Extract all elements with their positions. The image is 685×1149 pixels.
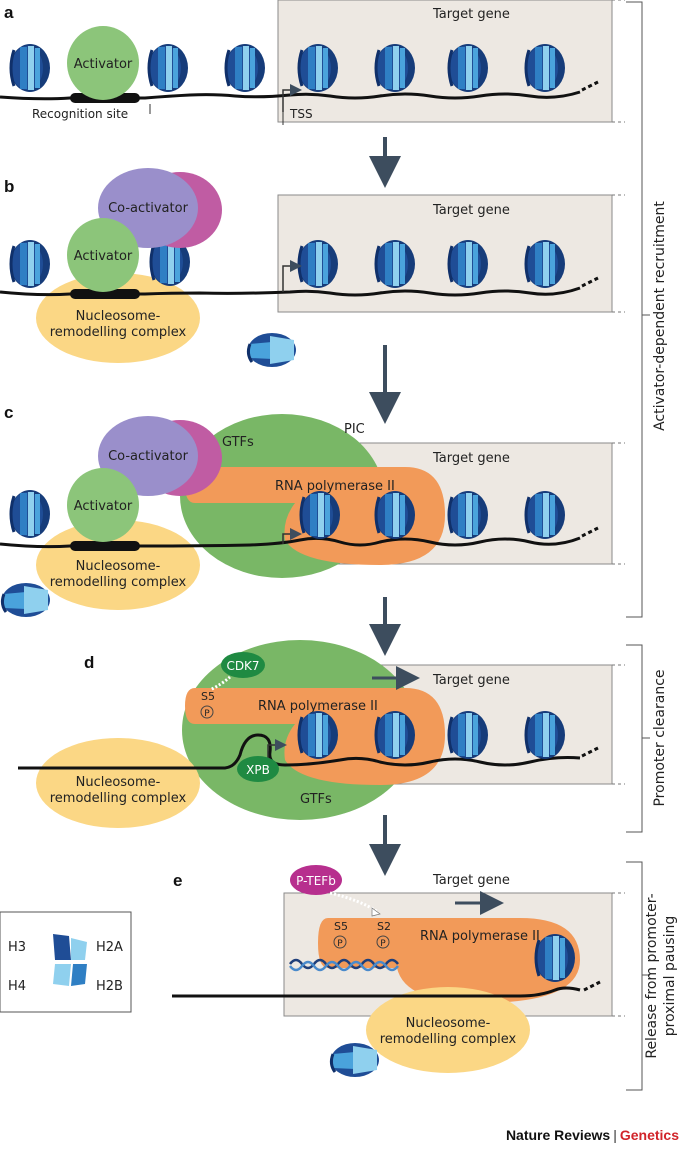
p-tefb: [290, 865, 342, 895]
panel-e: RNA polymerase II Nucleosome- remodellin…: [172, 865, 625, 1079]
s5-label: S5: [201, 690, 215, 703]
recognition-site: [70, 289, 140, 299]
activator: [67, 468, 139, 542]
histone-legend: H3 H2A H4 H2B: [0, 911, 132, 1013]
side-label-recruitment: Activator-dependent recruitment: [652, 201, 668, 431]
p-tefb-label: P-TEFb: [296, 874, 336, 888]
remodeller-label-line2: remodelling complex: [50, 325, 187, 340]
activator: [67, 218, 139, 292]
s2-label: S2: [377, 920, 391, 933]
nucleosome-remodelling-complex: [36, 738, 200, 828]
panel-c-label: c: [4, 403, 13, 422]
panel-a: Activator TSS Recognition site Target ge…: [0, 0, 625, 125]
target-gene-label: Target gene: [432, 203, 510, 218]
cdk7: [221, 652, 265, 678]
legend-h3: H3: [8, 940, 26, 955]
tss-label: TSS: [289, 107, 313, 121]
activator-label: Activator: [74, 57, 133, 72]
side-bracket-clearance: Promoter clearance: [626, 644, 668, 833]
gtfs-label: GTFs: [300, 792, 332, 807]
dna-strand: [18, 733, 581, 770]
journal-subject: Genetics: [619, 1127, 679, 1143]
remodeller-label-line2: remodelling complex: [50, 791, 187, 806]
side-label-release-2: proximal pausing: [662, 916, 678, 1036]
legend-h2a: H2A: [96, 940, 123, 955]
activator-label: Activator: [74, 499, 133, 514]
target-gene-label: Target gene: [432, 7, 510, 22]
legend-h2b: H2B: [96, 979, 123, 994]
journal-credit: Nature Reviews|Genetics: [506, 1127, 679, 1143]
co-activator-label: Co-activator: [108, 449, 188, 464]
recognition-site-label: Recognition site: [32, 107, 128, 121]
panel-c: GTFs PIC Nucleosome- remodelling complex…: [0, 403, 625, 619]
cdk7-label: CDK7: [226, 659, 259, 673]
side-bracket-release: Release from promoter- proximal pausing: [626, 861, 678, 1091]
released-histone-octamer: [0, 581, 52, 619]
target-gene-label: Target gene: [432, 673, 510, 688]
mrna-transcript: [289, 958, 399, 970]
panel-d: GTFs Nucleosome- remodelling complex RNA…: [18, 640, 625, 828]
panel-e-label: e: [173, 871, 182, 890]
remodeller-label-line1: Nucleosome-: [76, 775, 161, 790]
target-gene-label: Target gene: [432, 873, 510, 888]
xpb: [237, 756, 279, 782]
remodeller-label-line1: Nucleosome-: [76, 559, 161, 574]
dna-strand: [172, 986, 581, 998]
activator-label: Activator: [74, 249, 133, 264]
dna-strand: [0, 90, 581, 101]
target-gene-label: Target gene: [432, 451, 510, 466]
pic-label: PIC: [344, 422, 365, 437]
gtfs-label: GTFs: [222, 435, 254, 450]
side-label-release-1: Release from promoter-: [644, 893, 660, 1058]
panel-b-label: b: [4, 177, 14, 196]
co-activator-label: Co-activator: [108, 201, 188, 216]
rna-pol-label: RNA polymerase II: [420, 929, 540, 944]
remodeller-label-line1: Nucleosome-: [76, 309, 161, 324]
legend-h4: H4: [8, 979, 26, 994]
rna-pol-label: RNA polymerase II: [258, 699, 378, 714]
credit-separator: |: [613, 1127, 617, 1143]
panel-b: Nucleosome- remodelling complex Co-activ…: [0, 168, 625, 369]
side-bracket-recruitment: Activator-dependent recruitment: [626, 1, 668, 618]
panel-a-label: a: [4, 3, 14, 22]
phospho-label: P: [337, 939, 343, 949]
rna-polymerase-ii: [318, 918, 580, 1003]
activator: [67, 26, 139, 100]
remodeller-label-line1: Nucleosome-: [406, 1016, 491, 1031]
released-histone-octamer: [246, 331, 298, 369]
phospho-label: P: [204, 709, 210, 719]
side-label-clearance: Promoter clearance: [652, 669, 668, 806]
remodeller-label-line2: remodelling complex: [50, 575, 187, 590]
panel-d-label: d: [84, 653, 94, 672]
released-histone-octamer: [329, 1041, 381, 1079]
remodeller-label-line2: remodelling complex: [380, 1032, 517, 1047]
dna-strand: [0, 536, 581, 549]
rna-pol-label: RNA polymerase II: [275, 479, 395, 494]
phospho-label: P: [380, 939, 386, 949]
nucleosome-remodelling-complex: [366, 987, 530, 1073]
recognition-site: [70, 541, 140, 551]
s5-label: S5: [334, 920, 348, 933]
journal-name: Nature Reviews: [505, 1127, 611, 1143]
dna-strand: [0, 286, 581, 297]
xpb-label: XPB: [246, 763, 270, 777]
